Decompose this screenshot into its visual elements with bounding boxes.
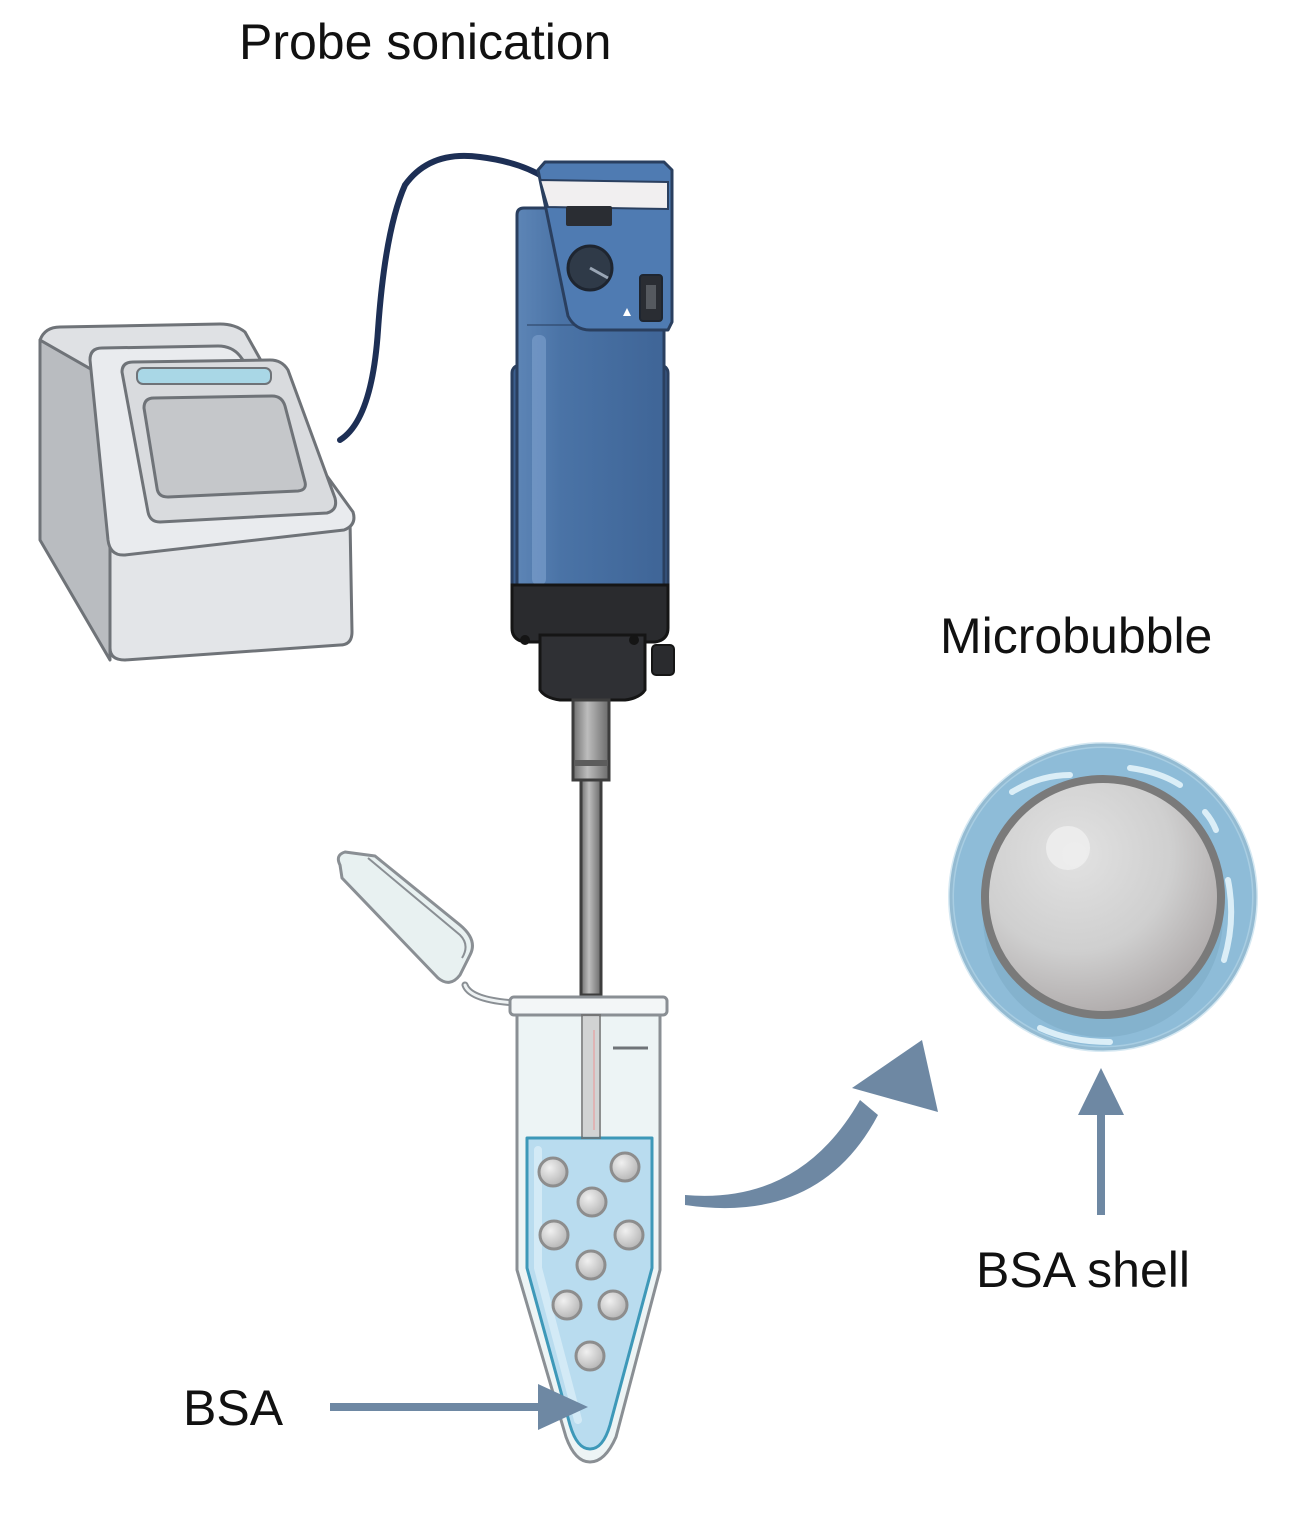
- shell-pointer-arrow: [1078, 1068, 1124, 1215]
- bsa-pointer-arrow: [330, 1384, 588, 1430]
- bsa-beads: [537, 1151, 645, 1372]
- title-label: Probe sonication: [239, 14, 612, 70]
- bsa-shell-label: BSA shell: [976, 1242, 1191, 1298]
- curved-arrow-icon: [685, 1040, 938, 1209]
- ultrasonic-generator-icon: [38, 322, 356, 662]
- probe-sonicator-icon: [510, 160, 675, 997]
- microbubble-label: Microbubble: [940, 608, 1213, 664]
- microbubble-icon: [948, 742, 1258, 1052]
- bsa-label: BSA: [183, 1380, 284, 1436]
- microcentrifuge-tube-icon: [336, 850, 669, 1464]
- cable: [337, 152, 548, 443]
